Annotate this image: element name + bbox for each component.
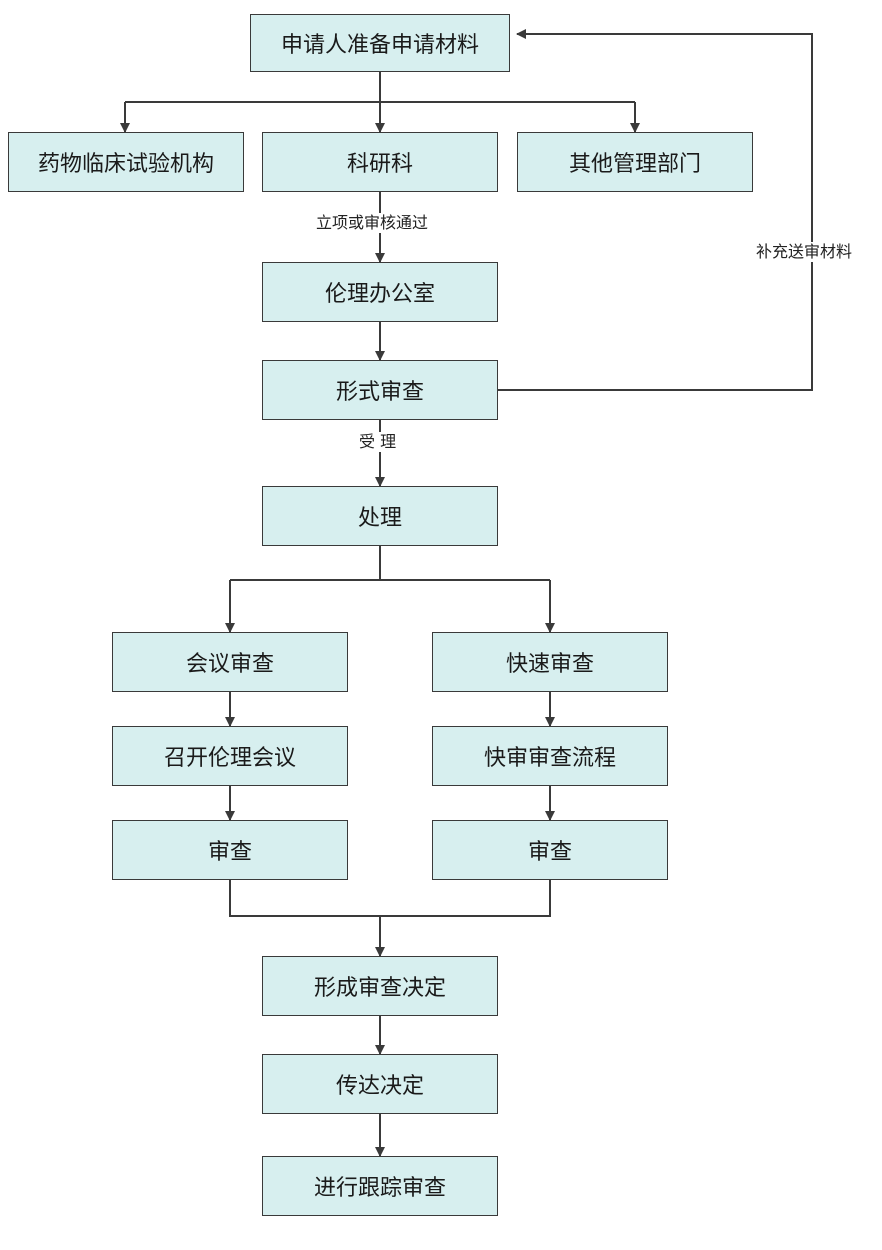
node-fast-review: 快速审查 (432, 632, 668, 692)
edge-label-approved: 立项或审核通过 (314, 213, 431, 233)
node-review-left: 审查 (112, 820, 348, 880)
edge-label-accepted: 受 理 (357, 432, 399, 452)
node-other-dept: 其他管理部门 (517, 132, 753, 192)
node-hold-meeting: 召开伦理会议 (112, 726, 348, 786)
node-meeting-review: 会议审查 (112, 632, 348, 692)
connector-merge (229, 880, 551, 917)
node-drug-trial: 药物临床试验机构 (8, 132, 244, 192)
node-ethics-office: 伦理办公室 (262, 262, 498, 322)
node-tracking: 进行跟踪审查 (262, 1156, 498, 1216)
node-formal-review: 形式审查 (262, 360, 498, 420)
node-handling: 处理 (262, 486, 498, 546)
edge-label-supplement: 补充送审材料 (754, 242, 855, 262)
node-decision: 形成审查决定 (262, 956, 498, 1016)
node-fast-process: 快审审查流程 (432, 726, 668, 786)
node-research: 科研科 (262, 132, 498, 192)
node-applicant: 申请人准备申请材料 (250, 14, 510, 72)
arrow-supplement-loop (498, 29, 813, 391)
node-convey: 传达决定 (262, 1054, 498, 1114)
node-review-right: 审查 (432, 820, 668, 880)
